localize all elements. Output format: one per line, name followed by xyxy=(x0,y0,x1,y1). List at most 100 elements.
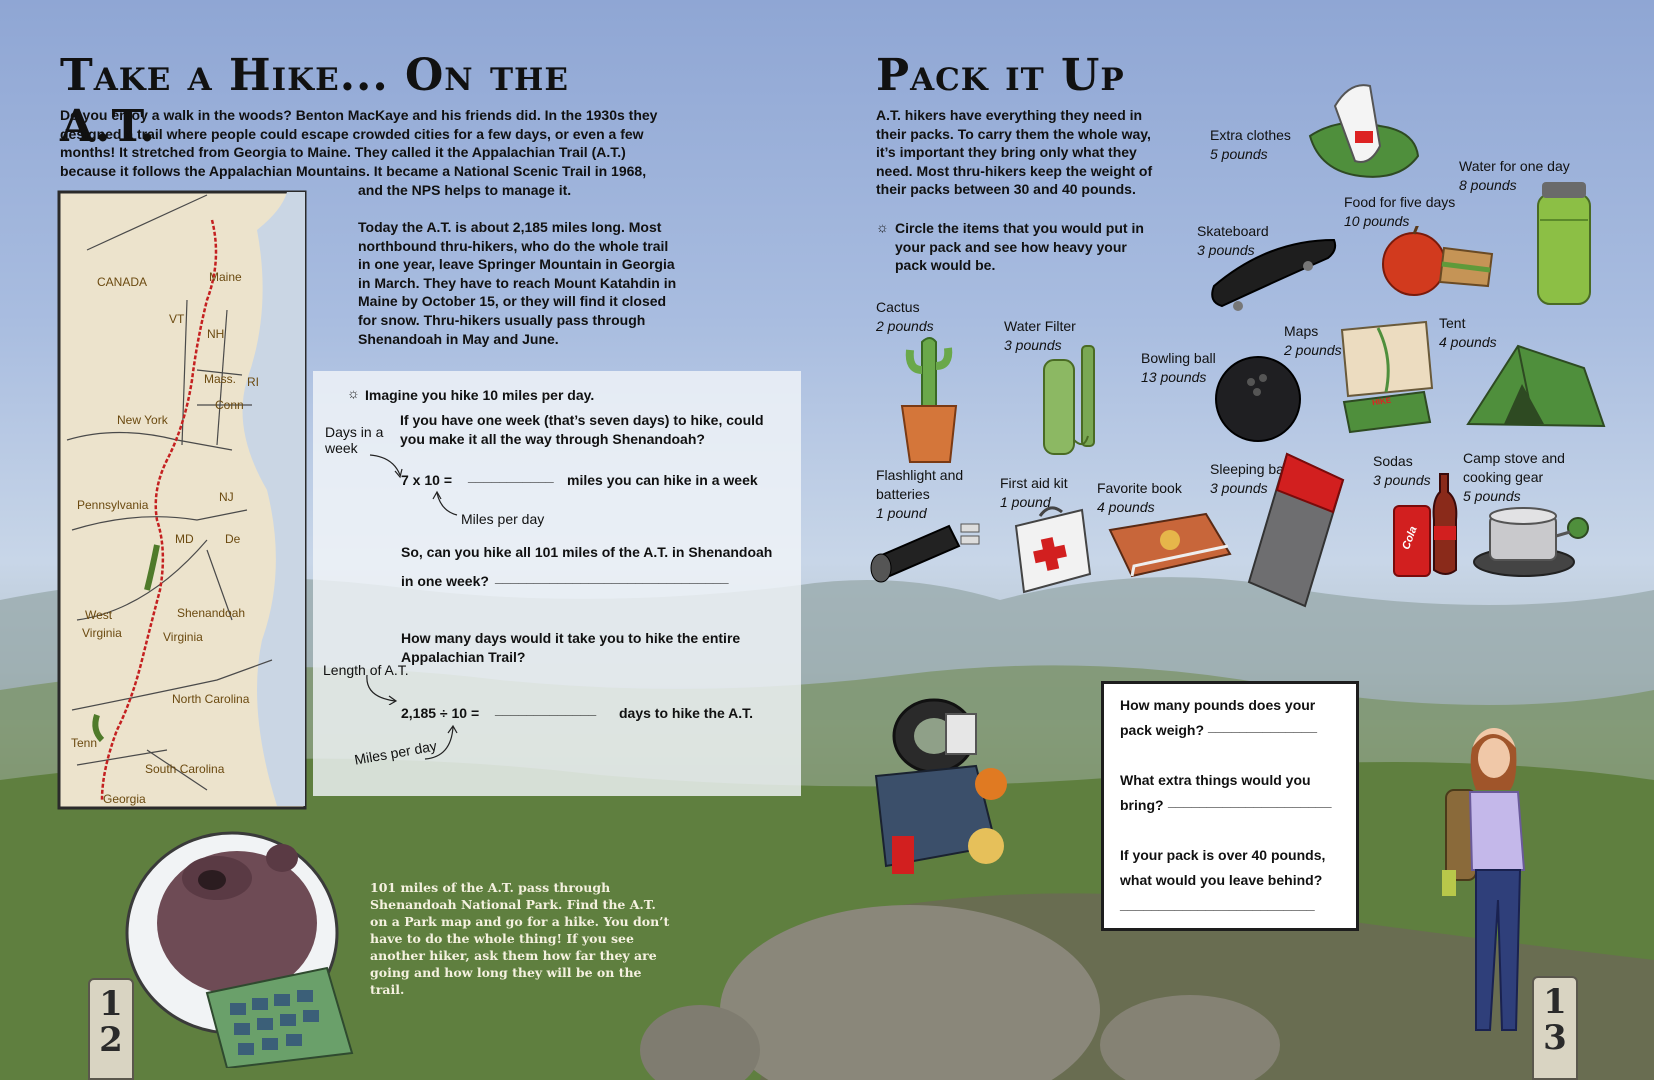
flashlight-icon xyxy=(870,523,980,583)
map-label-west: West xyxy=(85,608,113,622)
pack-instruction: Circle the items that you would put in y… xyxy=(895,220,1144,274)
shenandoah-answer-blank[interactable]: ______________________________ xyxy=(495,569,729,585)
sleeping-bag-icon xyxy=(1247,452,1345,608)
length-arrow-icon xyxy=(366,674,398,705)
map-label-ri: RI xyxy=(247,375,259,389)
math-prompt: Imagine you hike 10 miles per day. xyxy=(365,387,595,403)
question-pack-weight-2: pack weigh? xyxy=(1120,722,1205,738)
map-label-virginia-w: Virginia xyxy=(82,626,122,640)
overloaded-hiker-illustration xyxy=(874,698,1007,874)
leave-behind-blank[interactable]: _________________________ xyxy=(1120,896,1315,912)
item-sleeping-bag[interactable]: Sleeping bag 3 pounds xyxy=(1210,461,1292,496)
map-label-northcarolina: North Carolina xyxy=(172,692,250,706)
page-number-right-1: 1 xyxy=(1543,982,1567,1022)
favorite-book-icon xyxy=(1108,512,1232,578)
shenandoah-callout: 101 miles of the A.T. pass through Shena… xyxy=(370,880,670,997)
water-bottle-icon xyxy=(1537,182,1591,305)
map-label-newyork: New York xyxy=(117,413,168,427)
math-question-week: If you have one week (that’s seven days)… xyxy=(400,412,764,447)
pack-questions-box: How many pounds does your pack weigh? __… xyxy=(1101,681,1359,931)
miles-arrow-2-icon xyxy=(424,724,458,760)
math-activity-box: ☼ Imagine you hike 10 miles per day. If … xyxy=(313,371,801,796)
page-number-right-2: 3 xyxy=(1543,1018,1567,1058)
map-label-nj: NJ xyxy=(219,490,234,504)
map-label-virginia: Virginia xyxy=(163,630,203,644)
pack-intro-paragraph: A.T. hikers have everything they need in… xyxy=(876,107,1153,198)
equation-week: 7 x 10 = xyxy=(401,472,452,488)
map-label-vt: VT xyxy=(169,312,185,326)
math-question-oneweek: in one week? xyxy=(401,573,489,589)
item-water-filter[interactable]: Water Filter 3 pounds xyxy=(1004,318,1076,353)
question-pack-weight: How many pounds does your xyxy=(1120,697,1316,713)
intro-paragraph-end: and the NPS helps to manage it. xyxy=(358,182,572,198)
boulder-left xyxy=(640,1005,760,1080)
item-camp-stove[interactable]: Camp stove and cooking gear 5 pounds xyxy=(1463,450,1565,504)
question-extra-things: What extra things would you xyxy=(1120,772,1311,788)
item-skateboard[interactable]: Skateboard 3 pounds xyxy=(1197,223,1269,258)
days-arrow-icon xyxy=(369,454,403,479)
maps-book-icon xyxy=(1340,320,1434,434)
item-water[interactable]: Water for one day 8 pounds xyxy=(1459,158,1570,193)
map-label-canada: CANADA xyxy=(97,275,148,289)
map-label-southcarolina: South Carolina xyxy=(145,762,225,776)
map-label-shenandoah: Shenandoah xyxy=(177,606,246,620)
pack-weight-blank[interactable]: ______________ xyxy=(1208,718,1318,734)
days-in-week-label: Days in a week xyxy=(325,424,384,456)
length-of-at-label: Length of A.T. xyxy=(323,662,409,678)
map-label-mass: Mass. xyxy=(204,372,237,386)
item-sodas[interactable]: Sodas 3 pounds xyxy=(1373,453,1431,488)
miles-arrow-icon xyxy=(432,490,458,516)
intro-paragraph: Do you enjoy a walk in the woods? Benton… xyxy=(60,107,658,179)
item-food[interactable]: Food for five days 10 pounds xyxy=(1344,194,1456,229)
equation-trail-blank[interactable]: _____________ xyxy=(495,701,597,717)
right-page-title: Pack it Up xyxy=(876,50,1125,101)
mile-post-left: 1 2 xyxy=(88,978,134,1080)
sun-bullet-icon-2: ☼ xyxy=(876,219,889,235)
item-cactus[interactable]: Cactus 2 pounds xyxy=(876,299,934,334)
item-extra-clothes[interactable]: Extra clothes 5 pounds xyxy=(1210,127,1291,162)
item-maps[interactable]: Maps 2 pounds xyxy=(1284,323,1342,358)
question-over-40: If your pack is over 40 pounds, xyxy=(1120,847,1326,863)
sun-bullet-icon: ☼ xyxy=(347,385,360,401)
skateboard-icon xyxy=(1211,238,1337,311)
sodas-icon xyxy=(1393,473,1458,577)
boulder-right xyxy=(1100,995,1280,1080)
cactus-icon xyxy=(900,337,958,463)
item-flashlight[interactable]: Flashlight and batteries 1 pound xyxy=(876,467,964,521)
miles-per-day-label: Miles per day xyxy=(461,511,545,527)
first-aid-kit-icon xyxy=(1014,506,1092,594)
page-number-left-1: 1 xyxy=(99,984,123,1024)
item-bowling-ball[interactable]: Bowling ball 13 pounds xyxy=(1141,350,1216,385)
trail-line xyxy=(100,219,218,801)
map-label-tenn: Tenn xyxy=(71,736,98,750)
equation-week-tail: miles you can hike in a week xyxy=(567,472,758,488)
miles-paragraph: Today the A.T. is about 2,185 miles long… xyxy=(358,219,677,347)
bowling-ball-icon xyxy=(1215,356,1301,442)
map-label-pennsylvania: Pennsylvania xyxy=(77,498,149,512)
extra-clothes-icon xyxy=(1308,84,1420,178)
equation-week-blank[interactable]: ___________ xyxy=(468,468,554,484)
page-number-left-2: 2 xyxy=(99,1020,123,1060)
item-favorite-book[interactable]: Favorite book 4 pounds xyxy=(1097,480,1182,515)
item-first-aid[interactable]: First aid kit 1 pound xyxy=(1000,475,1068,510)
map-label-de: De xyxy=(225,532,241,546)
question-extra-things-2: bring? xyxy=(1120,797,1164,813)
left-page-title: Take a Hike... On the A.T. xyxy=(60,50,569,152)
miles-per-day-label-2: Miles per day xyxy=(353,737,438,768)
item-tent[interactable]: Tent 4 pounds xyxy=(1439,315,1497,350)
map-label-conn: Conn xyxy=(215,398,244,412)
map-label-nh: NH xyxy=(207,327,225,341)
water-filter-icon xyxy=(1043,345,1095,455)
tent-icon xyxy=(1466,344,1606,428)
map-label-georgia: Georgia xyxy=(103,792,146,806)
food-apple-sandwich-icon xyxy=(1382,226,1494,296)
mole-reading-map-illustration xyxy=(112,818,372,1070)
map-drawing xyxy=(57,190,307,810)
extra-things-blank[interactable]: _____________________ xyxy=(1168,793,1332,809)
equation-trail-tail: days to hike the A.T. xyxy=(619,705,754,721)
mile-post-right: 1 3 xyxy=(1532,976,1578,1080)
appalachian-trail-map: CANADA Maine VT NH Mass. RI Conn New Yor… xyxy=(57,190,307,810)
math-question-shenandoah: So, can you hike all 101 miles of the A.… xyxy=(401,544,773,560)
map-label-md: MD xyxy=(175,532,194,546)
mole-drawing xyxy=(125,831,354,1070)
